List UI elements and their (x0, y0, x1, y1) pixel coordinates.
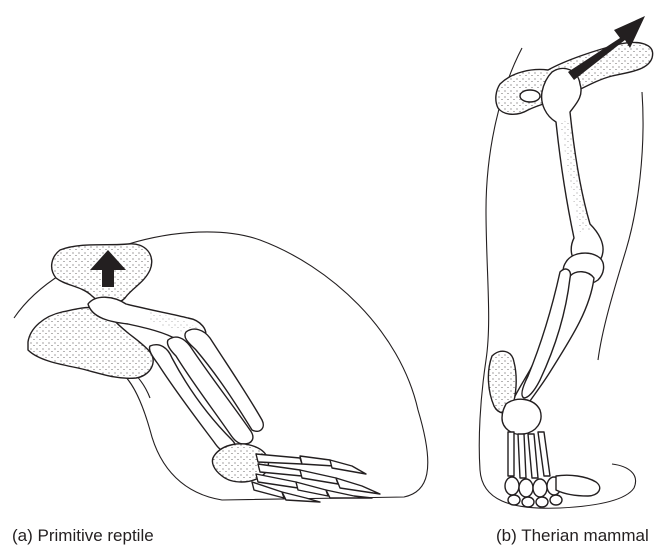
caption-therian-mammal: (b) Therian mammal (496, 526, 649, 546)
mammal-obturator-foramen (520, 90, 540, 102)
limb-posture-figure (0, 0, 660, 520)
mammal-toes (505, 475, 600, 507)
primitive-reptile-drawing (14, 232, 428, 502)
reptile-toes (252, 454, 380, 502)
therian-mammal-drawing (479, 16, 652, 508)
mammal-tarsals (502, 399, 541, 434)
mammal-body-outline-front (598, 92, 643, 360)
mammal-metatarsals (508, 432, 550, 478)
caption-primitive-reptile: (a) Primitive reptile (12, 526, 154, 546)
